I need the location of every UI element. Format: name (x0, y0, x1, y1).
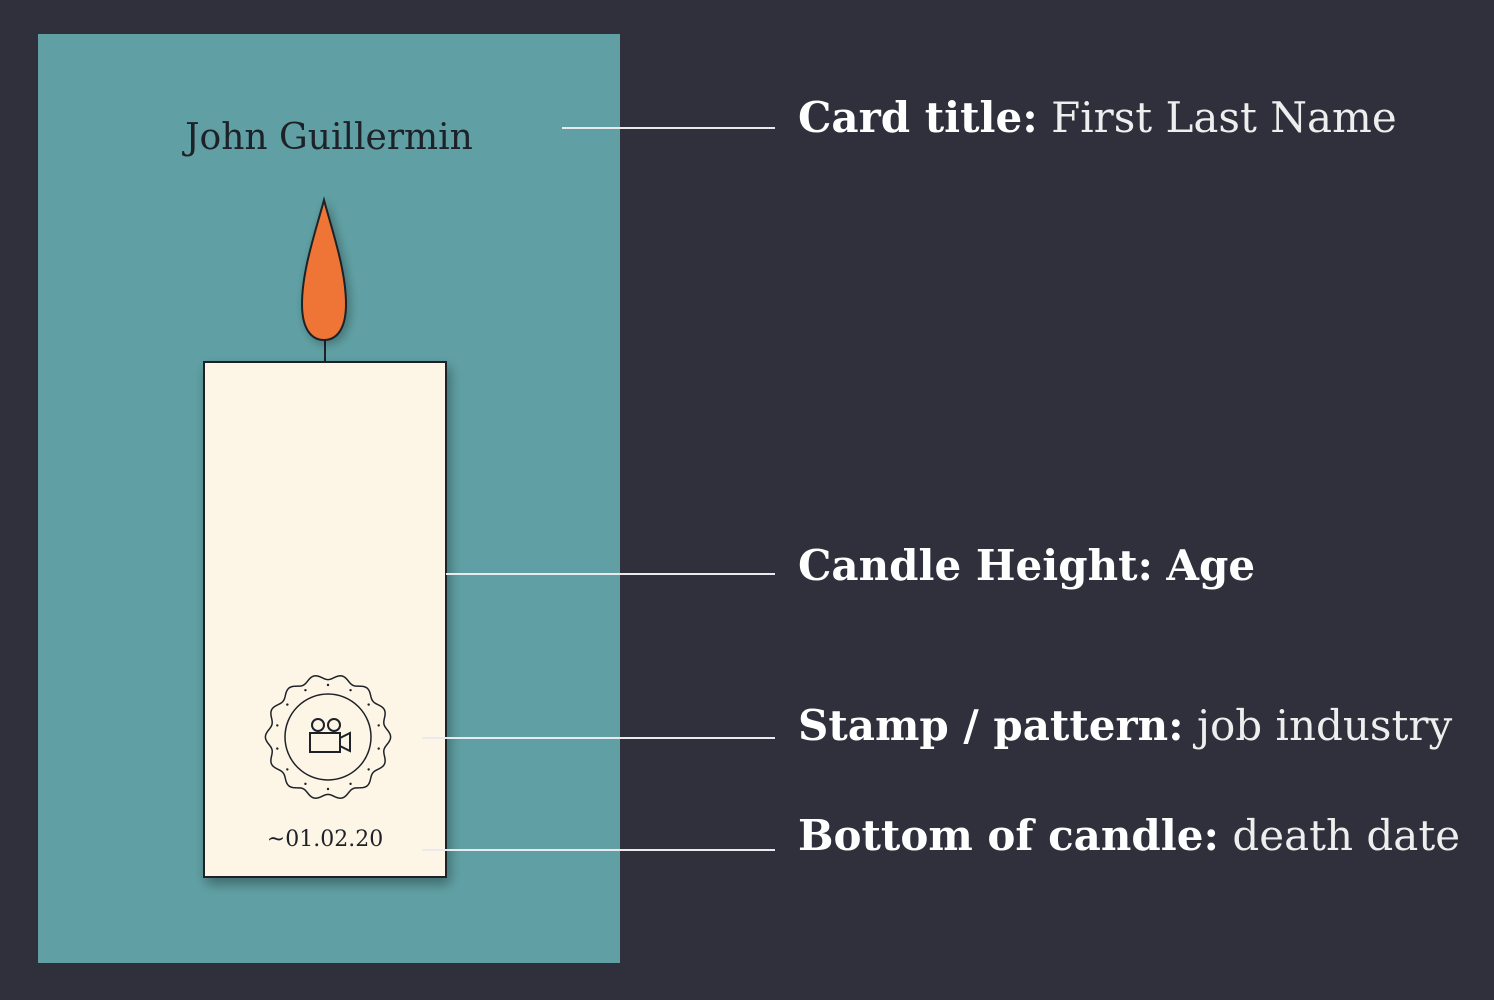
stamp (264, 675, 392, 799)
stamp-dot (367, 703, 370, 706)
stamp-inner-circle (284, 693, 372, 781)
connector-line-title (562, 127, 775, 129)
annotation-stamp-pattern: Stamp / pattern: job industry (798, 705, 1452, 747)
stamp-dot (276, 724, 279, 727)
stamp-dot (304, 688, 307, 692)
stamp-dots (276, 683, 380, 791)
annotation-card-title: Card title: First Last Name (798, 97, 1397, 139)
connector-line-bottom (422, 849, 775, 851)
stamp-dot (276, 747, 279, 750)
connector-line-stamp (422, 737, 775, 739)
annotation-key: Bottom of candle: (798, 811, 1219, 860)
annotation-value: First Last Name (1051, 93, 1397, 142)
stamp-dot (349, 782, 352, 786)
candle-card: John Guillermin ~01.02.20 (38, 34, 620, 963)
stamp-dot (286, 768, 289, 771)
stamp-dot (377, 747, 380, 750)
stamp-dot (304, 782, 307, 786)
stamp-dot (377, 724, 380, 727)
candle-body (203, 361, 447, 878)
annotation-key: Candle Height: (798, 541, 1154, 590)
annotation-key: Card title: (798, 93, 1038, 142)
stamp-dot (286, 703, 289, 706)
card-title: John Guillermin (185, 117, 473, 158)
stamp-dot (326, 787, 330, 791)
stamp-dot (326, 683, 330, 687)
annotation-key: Stamp / pattern: (798, 701, 1184, 750)
annotation-bottom-of-candle: Bottom of candle: death date (798, 815, 1460, 857)
annotation-value: job industry (1196, 701, 1453, 750)
death-date: ~01.02.20 (266, 827, 384, 852)
annotation-candle-height: Candle Height: Age (798, 545, 1255, 587)
connector-line-height (446, 573, 775, 575)
stamp-dot (349, 688, 352, 692)
flame-icon (300, 196, 348, 342)
annotation-value: Age (1166, 541, 1256, 590)
candle-illustration (38, 34, 620, 963)
annotation-value: death date (1232, 811, 1461, 860)
stamp-dot (367, 768, 370, 771)
film-camera-icon (309, 718, 351, 753)
stamp-scalloped-border (264, 675, 392, 799)
